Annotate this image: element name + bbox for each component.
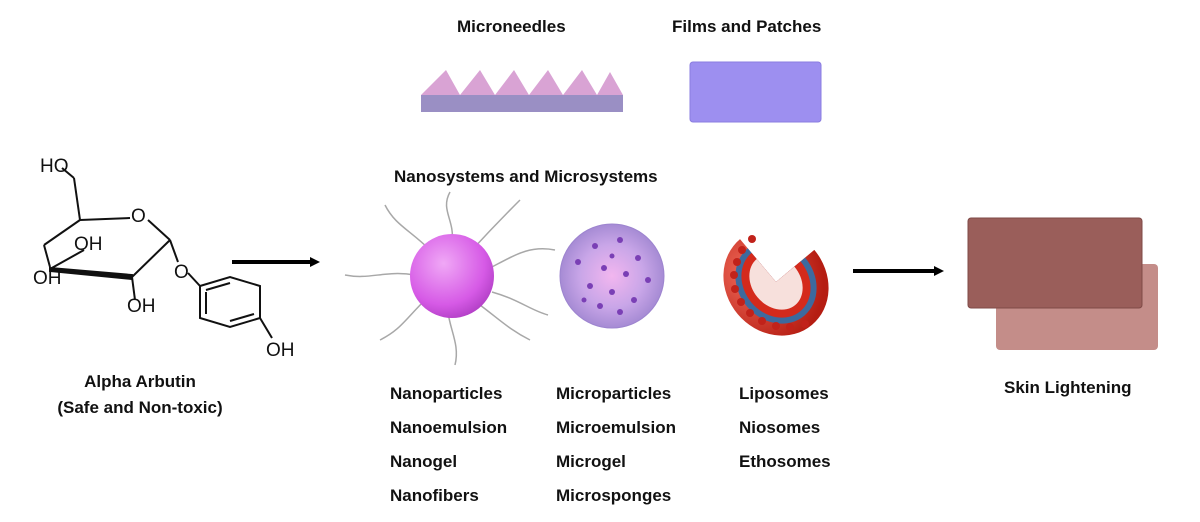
outcome-label: Skin Lightening [1004, 378, 1132, 397]
films-patches-label: Films and Patches [672, 17, 822, 36]
list-item: Niosomes [739, 418, 821, 437]
list-item: Nanoemulsion [390, 418, 508, 437]
atom-o-ring: O [131, 206, 146, 227]
microparticle-illustration [559, 223, 665, 329]
list-item: Microsponges [556, 486, 672, 505]
nanoparticle-illustration [344, 191, 556, 366]
micro-list: Microparticles Microemulsion Microgel Mi… [556, 377, 676, 513]
nano-list: Nanoparticles Nanoemulsion Nanogel Nanof… [390, 377, 507, 513]
list-item: Microparticles [556, 384, 672, 403]
atom-o-link: O [174, 262, 189, 283]
alpha-arbutin-structure [43, 167, 273, 339]
list-item: Nanofibers [390, 486, 479, 505]
list-item: Microemulsion [556, 418, 676, 437]
list-item: Liposomes [739, 384, 829, 403]
systems-title: Nanosystems and Microsystems [394, 167, 658, 186]
list-item: Nanoparticles [390, 384, 503, 403]
liposome-illustration [723, 235, 829, 336]
microneedle-tips [421, 70, 623, 95]
atom-oh-phenol: OH [266, 340, 295, 361]
microneedles-label: Microneedles [457, 17, 566, 36]
skin-layer-front [967, 217, 1143, 309]
list-item: Ethosomes [739, 452, 831, 471]
microneedle-base [421, 95, 623, 112]
list-item: Microgel [556, 452, 626, 471]
lipo-list: Liposomes Niosomes Ethosomes [739, 377, 831, 479]
skin-illustration [967, 217, 1158, 350]
list-item: Nanogel [390, 452, 458, 471]
atom-oh-inner: OH [74, 234, 103, 255]
microneedles-illustration [421, 70, 623, 112]
atom-oh-bottom: OH [127, 296, 156, 317]
film-patch-illustration [689, 61, 822, 123]
molecule-name: Alpha Arbutin [84, 372, 196, 391]
atom-oh-left: OH [33, 268, 62, 289]
atom-ho-top: HO [40, 156, 69, 177]
molecule-note: (Safe and Non-toxic) [57, 398, 223, 417]
